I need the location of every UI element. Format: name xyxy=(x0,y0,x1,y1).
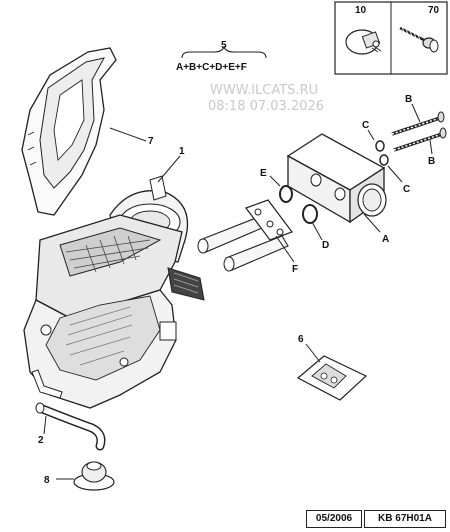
leader-1 xyxy=(157,155,181,183)
air-duct-cover xyxy=(21,47,117,216)
callout-B-top: B xyxy=(405,94,412,105)
callout-7: 7 xyxy=(148,136,154,147)
o-ring-D xyxy=(302,204,318,224)
leader-E xyxy=(269,175,281,187)
footer-date: 05/2006 xyxy=(306,510,362,528)
screw-icon xyxy=(399,26,439,53)
callout-C-bottom: C xyxy=(403,184,410,195)
clip-nut-icon xyxy=(345,29,382,55)
watermark-timestamp: 08:18 07.03.2026 xyxy=(208,99,324,114)
leader-A xyxy=(363,213,381,233)
callout-F: F xyxy=(292,264,298,275)
bolts-B xyxy=(391,111,447,152)
kit-formula: A+B+C+D+E+F xyxy=(176,62,247,73)
washers-C xyxy=(375,140,389,166)
leader-D xyxy=(311,221,323,241)
callout-5: 5 xyxy=(221,40,227,51)
o-ring-E xyxy=(279,185,293,203)
callout-A: A xyxy=(382,234,389,245)
inset-qty-left: 10 xyxy=(355,5,367,16)
leader-2 xyxy=(43,415,47,435)
watermark-site: WWW.ILCATS.RU xyxy=(210,83,318,98)
callout-8: 8 xyxy=(44,475,50,486)
leader-C-bottom xyxy=(387,165,403,183)
leader-6 xyxy=(305,343,321,363)
heater-housing xyxy=(23,175,205,409)
callout-D: D xyxy=(322,240,329,251)
leader-B-bottom xyxy=(429,139,433,155)
kit-reference: 5 A+B+C+D+E+F xyxy=(176,40,267,73)
seal-pack xyxy=(296,355,368,401)
flange-plate xyxy=(245,199,293,241)
callout-B-bottom: B xyxy=(428,156,435,167)
callout-6: 6 xyxy=(298,334,304,345)
leader-C-top xyxy=(367,129,375,141)
callout-C-top: C xyxy=(362,120,369,131)
leader-F xyxy=(275,235,295,263)
callout-E: E xyxy=(260,168,267,179)
grommet xyxy=(73,461,115,491)
leader-7 xyxy=(109,127,147,142)
fastener-inset: 10 70 xyxy=(334,1,448,75)
evaporator-pipes xyxy=(197,217,289,272)
callout-1: 1 xyxy=(179,146,185,157)
callout-2: 2 xyxy=(38,435,44,446)
inset-qty-right: 70 xyxy=(428,5,440,16)
footer-code: KB 67H01A xyxy=(364,510,446,528)
leader-B-top xyxy=(411,103,421,123)
drain-hose xyxy=(35,402,106,451)
expansion-valve xyxy=(286,133,387,224)
